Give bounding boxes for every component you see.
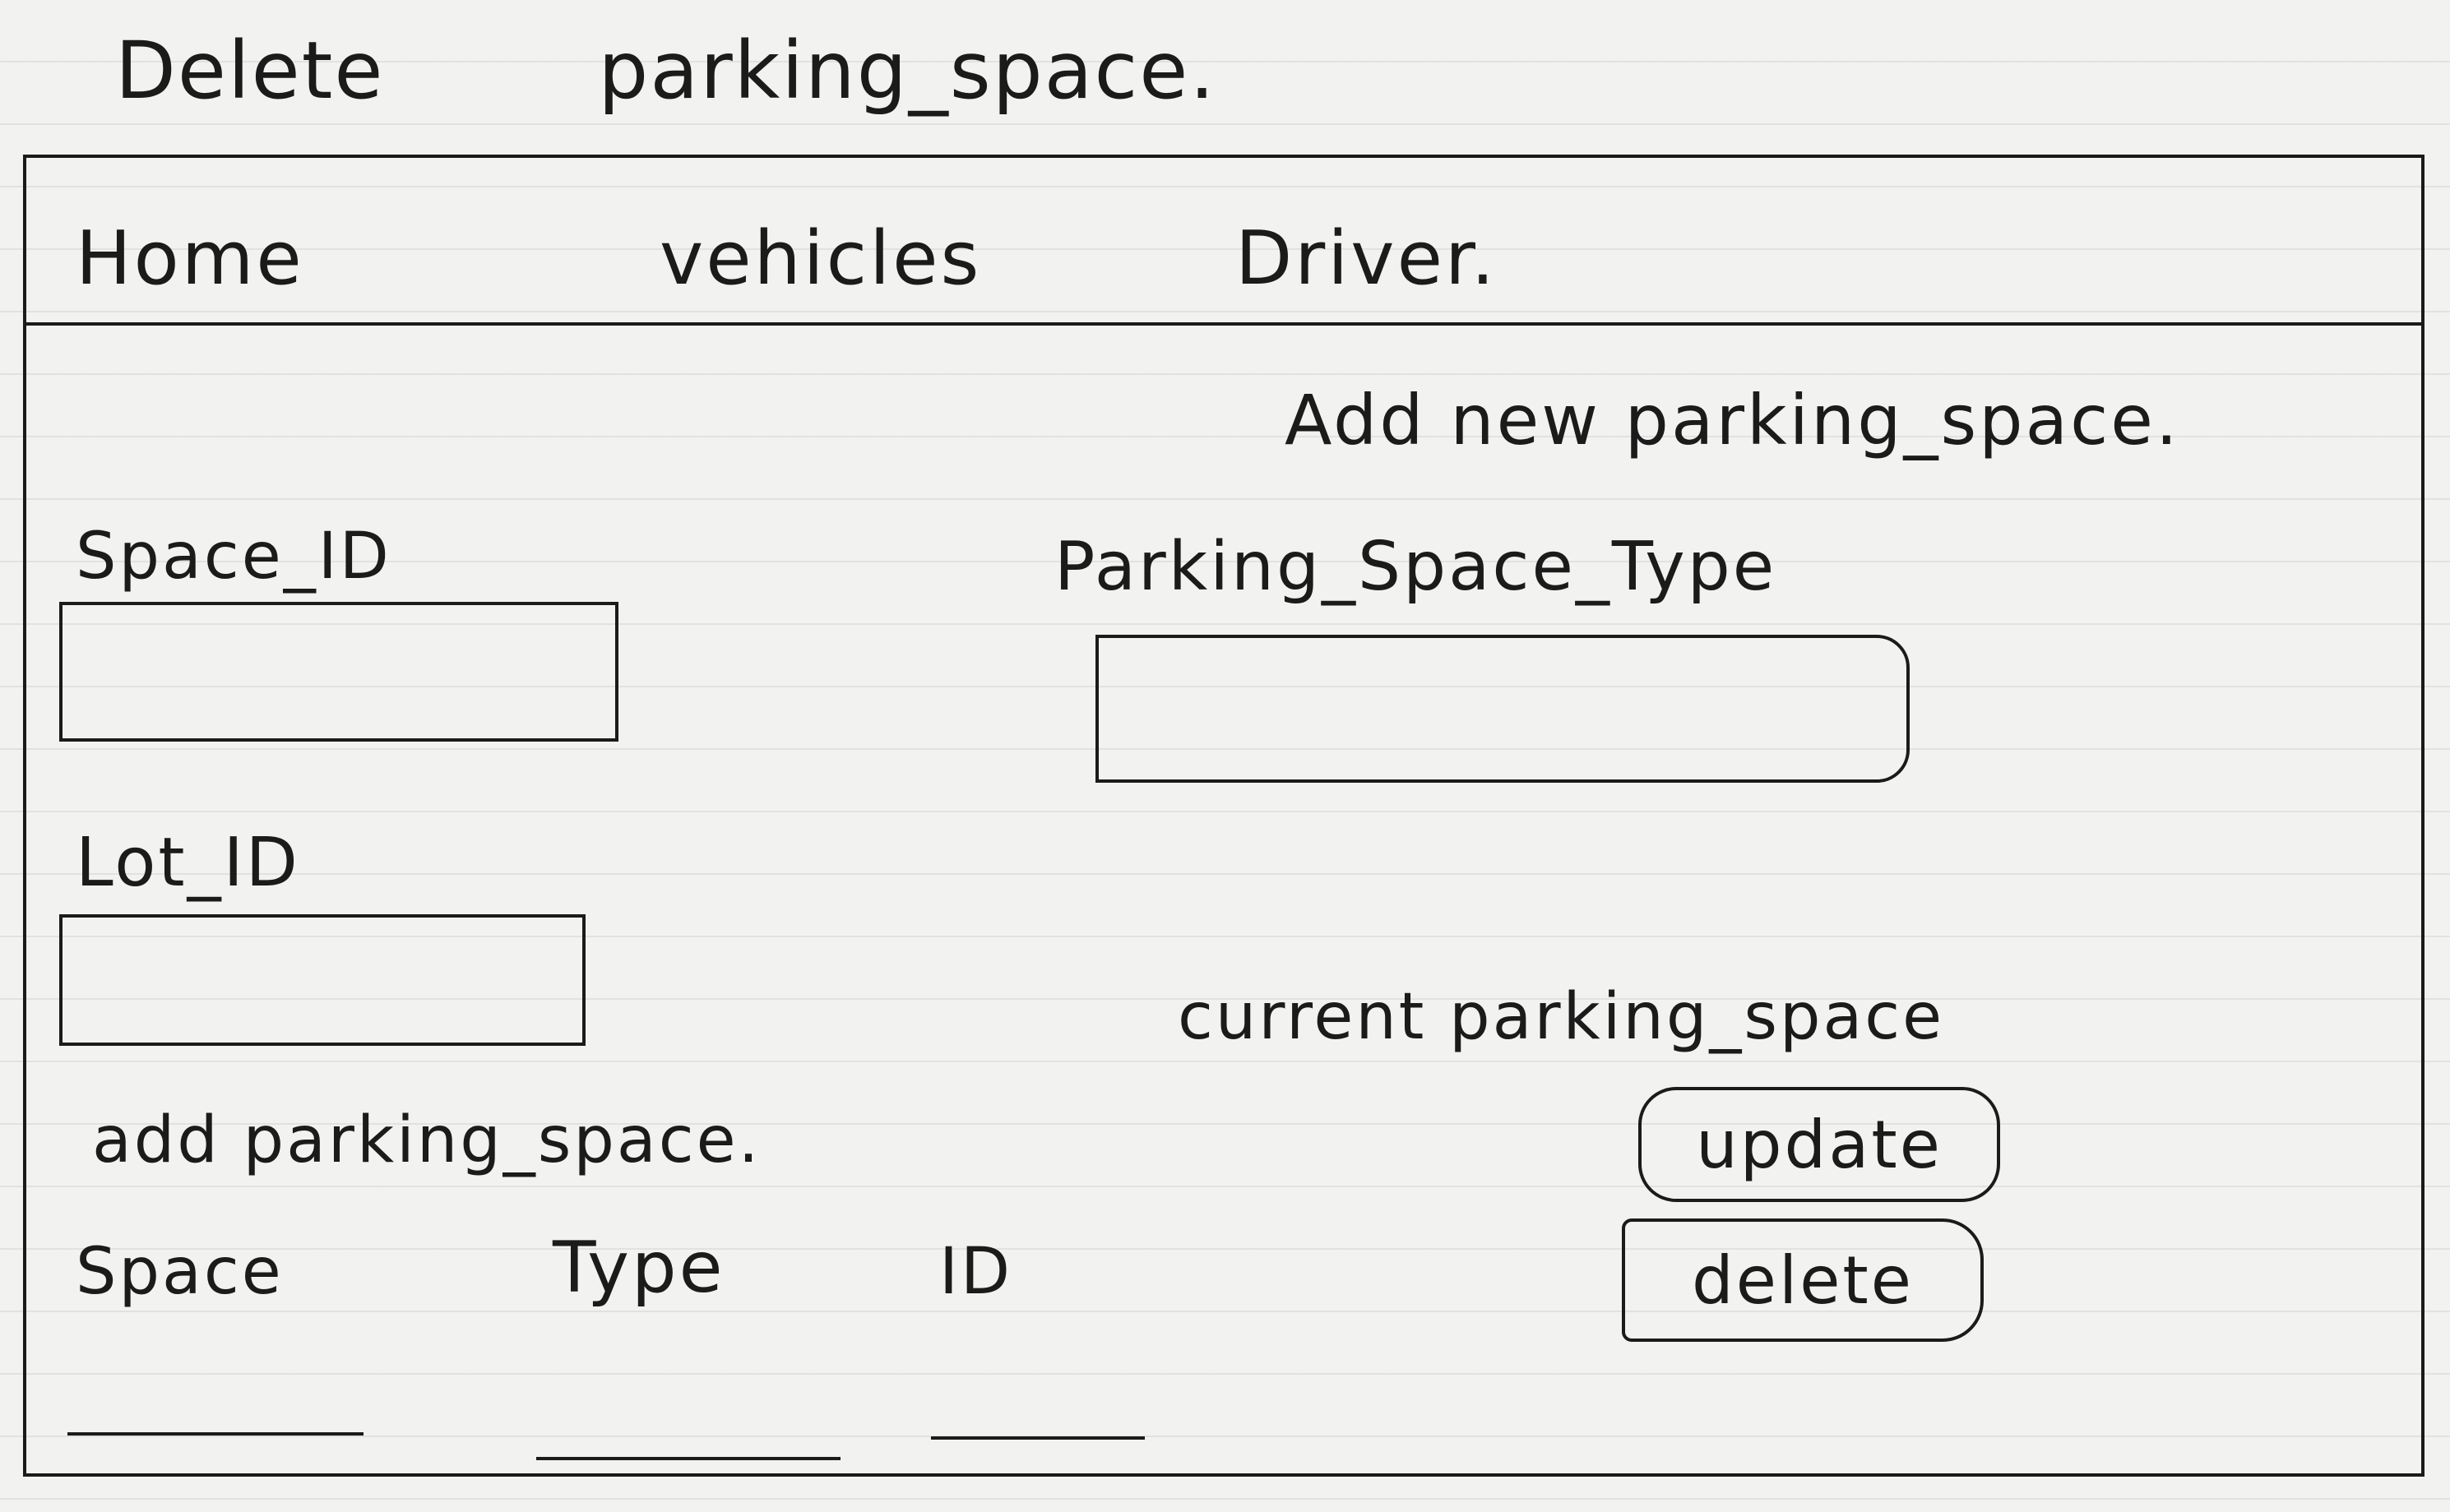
nav-bar: Home vehicles Driver. — [26, 158, 2421, 326]
lot-id-input[interactable] — [59, 914, 586, 1046]
space-id-input[interactable] — [59, 602, 618, 742]
column-header-id: ID — [939, 1235, 1013, 1309]
current-parking-space-heading: current parking_space — [1178, 980, 1945, 1054]
update-button[interactable]: update — [1638, 1087, 2000, 1202]
space-id-label: Space_ID — [76, 520, 391, 594]
nav-driver[interactable]: Driver. — [1235, 215, 1498, 302]
id-value-field — [931, 1436, 1145, 1440]
type-value-field — [536, 1457, 841, 1460]
nav-vehicles[interactable]: vehicles — [660, 215, 982, 302]
lot-id-label: Lot_ID — [76, 824, 300, 902]
delete-button[interactable]: delete — [1622, 1218, 1984, 1342]
space-value-field — [67, 1432, 364, 1436]
parking-space-type-label: Parking_Space_Type — [1054, 528, 1777, 606]
add-parking-space-heading: add parking_space. — [92, 1103, 762, 1177]
app-window: Home vehicles Driver. Add new parking_sp… — [23, 155, 2425, 1477]
page-title-right: parking_space. — [598, 25, 1216, 117]
column-header-space: Space — [76, 1235, 284, 1309]
nav-home[interactable]: Home — [76, 215, 304, 302]
add-form-heading: Add new parking_space. — [1285, 380, 2180, 460]
page-title-left: Delete — [115, 25, 385, 117]
column-header-type: Type — [553, 1227, 725, 1309]
parking-space-type-input[interactable] — [1095, 635, 1910, 783]
